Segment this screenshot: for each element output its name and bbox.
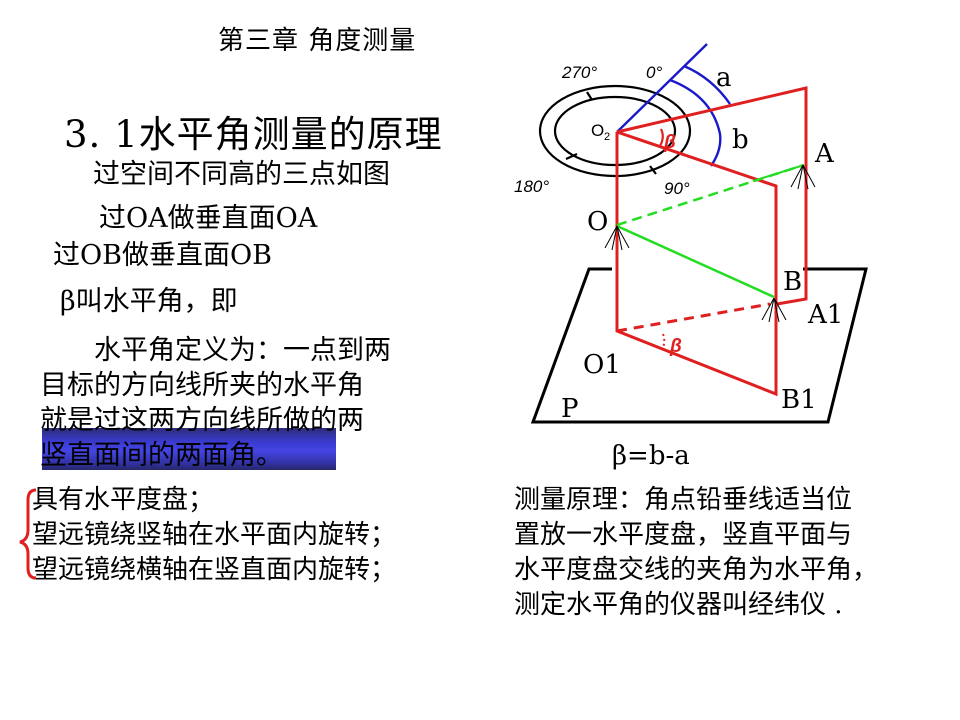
- definition-highlight-bar: [42, 428, 336, 470]
- definition-line-2: 目标的方向线所夹的水平角: [40, 370, 364, 401]
- intro-line-2: 过OA做垂直面OA: [99, 203, 318, 234]
- beta-arc-top: [659, 128, 664, 147]
- definition-line-4: 竖直面间的两面角。: [40, 440, 283, 471]
- horizontal-dial: [538, 84, 692, 178]
- point-label-a: A: [814, 139, 835, 169]
- plumb-markers: [604, 164, 816, 323]
- chapter-title: 第三章 角度测量: [218, 26, 417, 56]
- point-label-o1: O1: [583, 350, 621, 380]
- principle-line-2: 置放一水平度盘，竖直平面与: [514, 520, 853, 550]
- definition-paragraph: 水平角定义为：一点到两 目标的方向线所夹的水平角 就是过这两方向线所做的两 竖直…: [40, 333, 460, 473]
- projection-o1-a1: [616, 302, 771, 333]
- principle-line-3: 水平度盘交线的夹角为水平角，: [514, 555, 879, 585]
- intro-line-1: 过空间不同高的三点如图: [93, 159, 390, 190]
- point-label-a1: A1: [807, 300, 843, 330]
- point-label-b: B: [783, 267, 802, 297]
- angle-label-beta-top: β: [663, 132, 676, 153]
- plane-label-p: P: [561, 394, 579, 424]
- sight-line-ob: [616, 224, 775, 299]
- feature-item-3: 望远镜绕横轴在竖直面内旋转；: [32, 555, 397, 585]
- angle-label-beta-bottom: β: [669, 336, 682, 357]
- formula-beta: β=b-a: [612, 441, 690, 471]
- dial-label-270: 270°: [561, 63, 597, 82]
- vertical-planes: [615, 86, 808, 397]
- principle-line-4: 测定水平角的仪器叫经纬仪 .: [514, 590, 843, 620]
- brace-icon: [19, 488, 37, 580]
- point-label-o2-subscript: 2: [604, 131, 610, 143]
- instrument-features-list: 具有水平度盘； 望远镜绕竖轴在水平面内旋转； 望远镜绕横轴在竖直面内旋转；: [32, 483, 396, 588]
- intro-line-3: 过OB做垂直面OB: [53, 240, 272, 271]
- intro-line-4: β叫水平角，即: [60, 286, 238, 317]
- principle-line-1: 测量原理：角点铅垂线适当位: [514, 485, 853, 515]
- point-label-o: O: [587, 207, 608, 237]
- measurement-principle-paragraph: 测量原理：角点铅垂线适当位 置放一水平度盘，竖直平面与 水平度盘交线的夹角为水平…: [514, 483, 878, 623]
- sight-line-oa-solid: [752, 164, 805, 182]
- point-label-o2: O: [591, 121, 604, 140]
- definition-line-3: 就是过这两方向线所做的两: [40, 405, 364, 436]
- reading-lines: [616, 43, 731, 167]
- reading-label-a: a: [716, 63, 732, 93]
- horizontal-plane-p-outline: [530, 267, 868, 424]
- dial-label-90: 90°: [664, 179, 690, 198]
- point-label-b1: B1: [781, 385, 817, 415]
- reading-label-b: b: [732, 125, 749, 155]
- feature-item-2: 望远镜绕竖轴在水平面内旋转；: [32, 520, 397, 550]
- section-title: 3. 1水平角测量的原理: [64, 113, 443, 156]
- beta-arc-bottom: [661, 333, 666, 351]
- feature-item-1: 具有水平度盘；: [32, 485, 215, 515]
- definition-line-1: 水平角定义为：一点到两: [94, 335, 391, 366]
- dial-label-0: 0°: [646, 63, 662, 82]
- dial-label-180: 180°: [514, 177, 549, 196]
